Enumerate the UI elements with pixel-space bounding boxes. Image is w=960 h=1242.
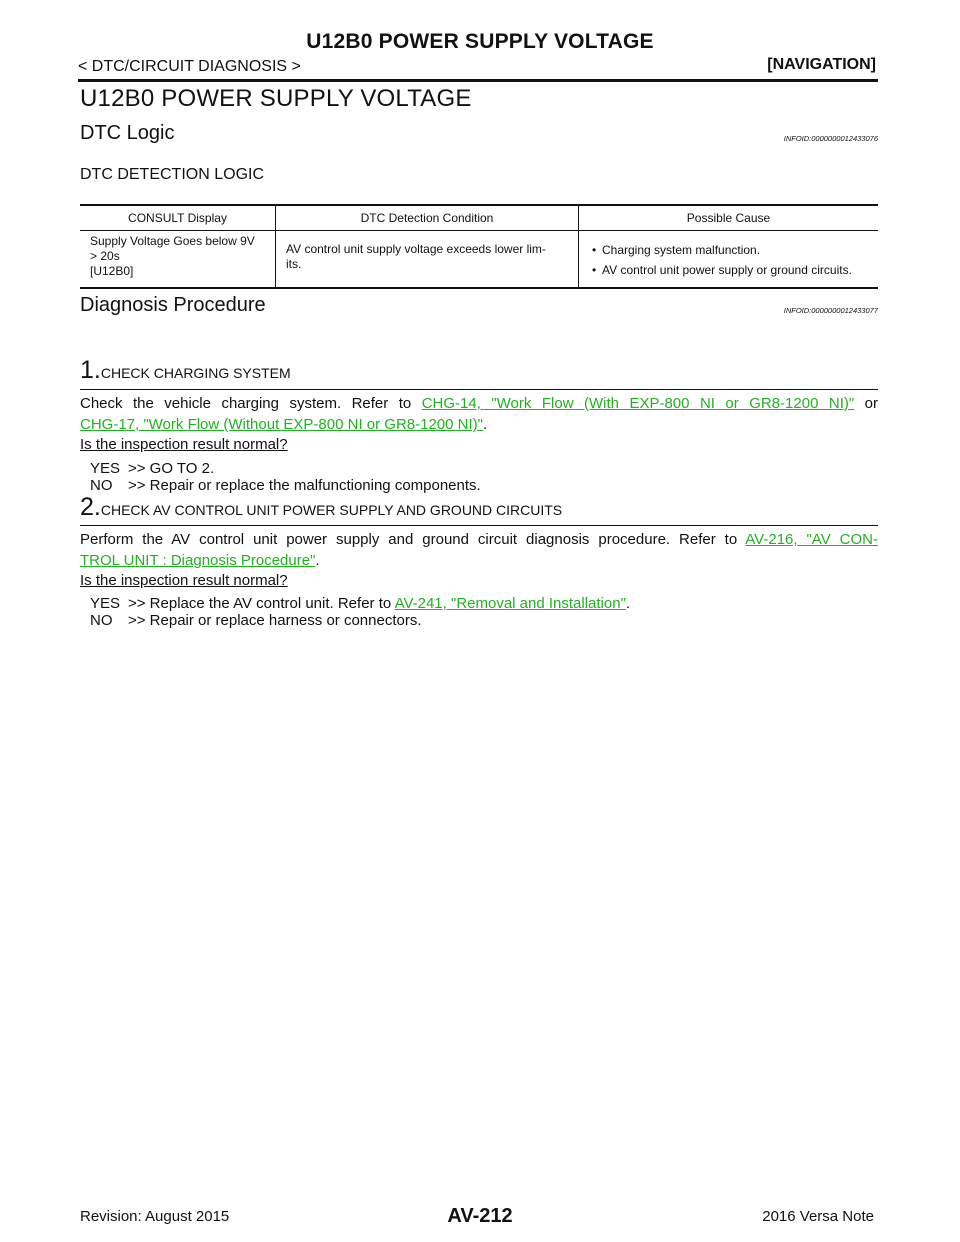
table-top-rule bbox=[80, 204, 878, 206]
step-number: 2. bbox=[80, 493, 101, 521]
diagnosis-procedure-infoid: INFOID:0000000012433077 bbox=[783, 306, 878, 315]
step-2-header: 2.CHECK AV CONTROL UNIT POWER SUPPLY AND… bbox=[80, 493, 562, 522]
header-divider bbox=[78, 79, 878, 82]
dtc-detection-logic-subheading: DTC DETECTION LOGIC bbox=[80, 166, 265, 183]
table-col-divider bbox=[578, 206, 579, 287]
section-tag: [NAVIGATION] bbox=[767, 56, 876, 73]
step-2-line-2: TROL UNIT : Diagnosis Procedure". bbox=[80, 550, 878, 571]
step-2-line-1: Perform the AV control unit power supply… bbox=[80, 529, 878, 550]
table-cell-causes: Charging system malfunction. AV control … bbox=[590, 238, 878, 278]
cause-item: Charging system malfunction. bbox=[590, 243, 878, 258]
cause-item: AV control unit power supply or ground c… bbox=[590, 263, 878, 278]
step-1-yes: YES >> GO TO 2. bbox=[90, 460, 214, 477]
table-header-consult: CONSULT Display bbox=[128, 211, 227, 225]
table-header-cause: Possible Cause bbox=[686, 211, 771, 225]
av-216-link-cont[interactable]: TROL UNIT : Diagnosis Procedure" bbox=[80, 552, 316, 569]
step-2-instruction: Perform the AV control unit power supply… bbox=[80, 529, 878, 571]
no-key: NO bbox=[90, 477, 113, 494]
no-key: NO bbox=[90, 612, 113, 629]
dtc-table: CONSULT Display DTC Detection Condition … bbox=[80, 204, 878, 290]
chg-17-link[interactable]: CHG-17, "Work Flow (Without EXP-800 NI o… bbox=[80, 416, 483, 433]
footer-revision: Revision: August 2015 bbox=[80, 1208, 230, 1225]
no-text: >> Repair or replace the malfunctioning … bbox=[128, 477, 481, 494]
chg-14-link[interactable]: CHG-14, "Work Flow (With EXP-800 NI or G… bbox=[421, 395, 855, 412]
running-header-title: U12B0 POWER SUPPLY VOLTAGE bbox=[306, 30, 654, 53]
step-2-no: NO >> Repair or replace harness or connec… bbox=[90, 612, 422, 629]
dtc-logic-heading: DTC Logic bbox=[80, 122, 175, 144]
table-header-rule bbox=[80, 230, 878, 231]
step-2-rule bbox=[80, 525, 878, 526]
step-1-rule bbox=[80, 389, 878, 390]
step-number: 1. bbox=[80, 356, 101, 384]
step-1-instruction: Check the vehicle charging system. Refer… bbox=[80, 393, 878, 435]
page-title: U12B0 POWER SUPPLY VOLTAGE bbox=[80, 85, 472, 112]
instruction-text: Perform the AV control unit power supply… bbox=[80, 531, 746, 548]
step-1-no: NO >> Repair or replace the malfunctionin… bbox=[90, 477, 481, 494]
no-text: >> Repair or replace harness or connecto… bbox=[128, 612, 422, 629]
instruction-text: . bbox=[483, 416, 488, 433]
table-col-divider bbox=[275, 206, 276, 287]
breadcrumb: < DTC/CIRCUIT DIAGNOSIS > bbox=[78, 58, 301, 75]
yes-key: YES bbox=[90, 595, 121, 612]
step-2-yes: YES >> Replace the AV control unit. Refer… bbox=[90, 595, 630, 612]
dtc-logic-infoid: INFOID:0000000012433076 bbox=[783, 134, 878, 143]
yes-text: >> Replace the AV control unit. Refer to bbox=[128, 595, 395, 612]
instruction-text: Check the vehicle charging system. Refer… bbox=[80, 395, 422, 412]
table-header-condition: DTC Detection Condition bbox=[360, 211, 494, 225]
diagnosis-procedure-heading: Diagnosis Procedure bbox=[80, 294, 266, 316]
table-cell-condition: AV control unit supply voltage exceeds l… bbox=[286, 242, 576, 272]
step-1-line-1: Check the vehicle charging system. Refer… bbox=[80, 393, 878, 414]
instruction-text: or bbox=[854, 395, 879, 412]
step-1-question: Is the inspection result normal? bbox=[80, 436, 288, 453]
yes-text: . bbox=[625, 595, 631, 612]
consult-display-line: > 20s bbox=[90, 249, 120, 263]
step-1-line-2: CHG-17, "Work Flow (Without EXP-800 NI o… bbox=[80, 414, 878, 435]
yes-key: YES bbox=[90, 460, 121, 477]
condition-line: AV control unit supply voltage exceeds l… bbox=[286, 242, 546, 256]
yes-text: >> GO TO 2. bbox=[128, 460, 215, 477]
condition-line: its. bbox=[286, 257, 302, 271]
footer-model: 2016 Versa Note bbox=[762, 1208, 874, 1225]
consult-display-line: [U12B0] bbox=[90, 264, 134, 278]
consult-display-line: Supply Voltage Goes below 9V bbox=[90, 234, 255, 248]
step-title: CHECK CHARGING SYSTEM bbox=[100, 365, 291, 381]
table-cell-consult-display: Supply Voltage Goes below 9V > 20s [U12B… bbox=[90, 234, 272, 279]
step-title: CHECK AV CONTROL UNIT POWER SUPPLY AND G… bbox=[100, 502, 563, 518]
av-216-link[interactable]: AV-216, "AV CON- bbox=[745, 531, 878, 548]
table-bottom-rule bbox=[80, 287, 878, 289]
step-1-header: 1.CHECK CHARGING SYSTEM bbox=[80, 356, 291, 385]
av-241-link[interactable]: AV-241, "Removal and Installation" bbox=[394, 595, 626, 612]
step-2-question: Is the inspection result normal? bbox=[80, 572, 288, 589]
instruction-text: . bbox=[315, 552, 320, 569]
footer-page-number: AV-212 bbox=[447, 1205, 513, 1227]
